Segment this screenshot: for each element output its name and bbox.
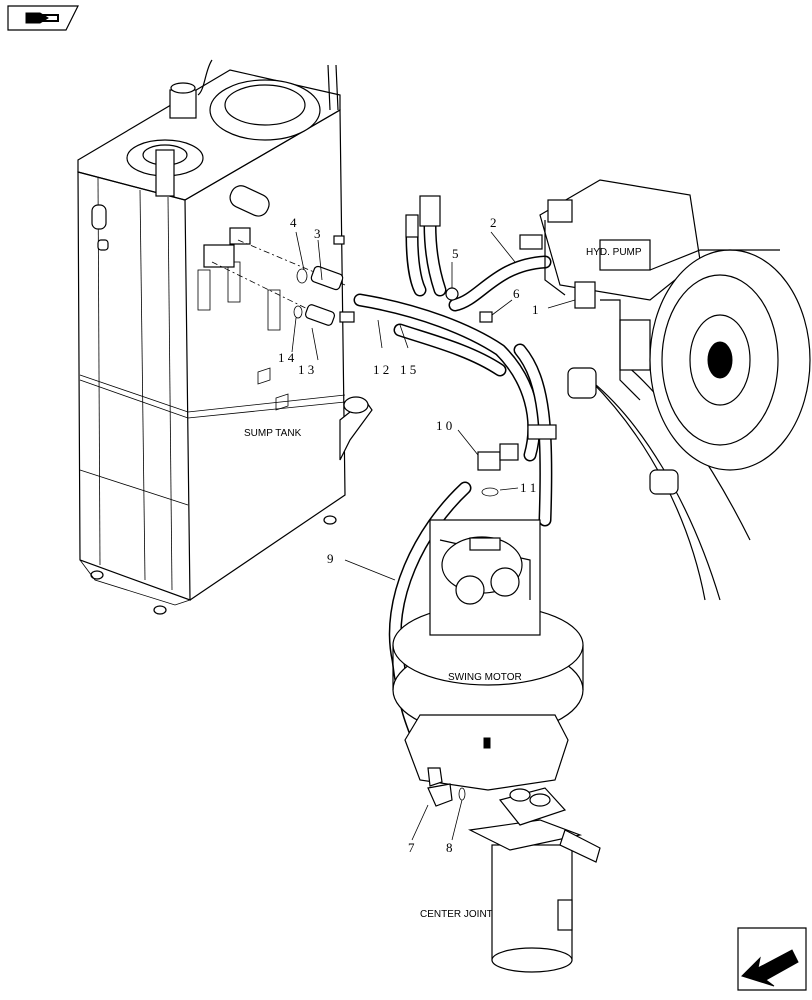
book-pointer-icon[interactable] xyxy=(7,5,79,31)
sump-tank-label: SUMP TANK xyxy=(244,428,302,439)
next-page-arrow-icon[interactable] xyxy=(737,927,807,991)
callout-4: 4 xyxy=(290,215,297,230)
callout-10: 1 0 xyxy=(436,418,452,433)
hyd-pump-label: HYD. PUMP xyxy=(586,247,642,258)
callout-14: 1 4 xyxy=(278,350,295,365)
hydraulic-pump: HYD. PUMP xyxy=(519,179,811,471)
callout-12: 1 2 xyxy=(373,362,389,377)
callout-15: 1 5 xyxy=(400,362,416,377)
swing-motor: SWING MOTOR xyxy=(392,519,584,791)
sump-tank: SUMP TANK xyxy=(77,59,373,615)
callout-13: 1 3 xyxy=(298,362,314,377)
fittings-7-8 xyxy=(427,767,466,807)
callout-8: 8 xyxy=(446,840,453,855)
callout-11: 1 1 xyxy=(520,480,536,495)
swing-motor-label: SWING MOTOR xyxy=(448,672,522,683)
callout-1: 1 xyxy=(532,302,539,317)
callout-leaders xyxy=(291,231,576,841)
callout-7: 7 xyxy=(408,840,415,855)
center-joint: CENTER JOINT xyxy=(420,787,601,973)
fitting-parts xyxy=(293,235,355,326)
callout-9: 9 xyxy=(327,551,334,566)
callout-3: 3 xyxy=(314,226,321,241)
callout-6: 6 xyxy=(513,286,520,301)
callout-2: 2 xyxy=(490,215,497,230)
center-joint-label: CENTER JOINT xyxy=(420,909,493,920)
callout-numbers: 1 2 3 4 5 6 7 8 9 1 0 1 1 1 2 1 3 1 4 1 … xyxy=(278,215,539,855)
callout-5: 5 xyxy=(452,246,459,261)
